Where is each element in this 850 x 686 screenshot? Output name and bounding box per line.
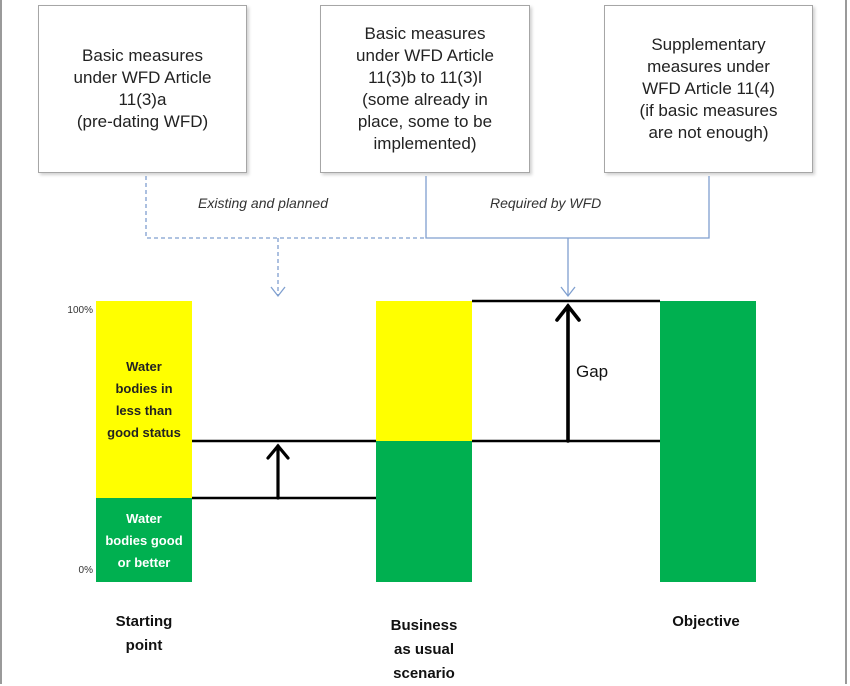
connectors <box>145 176 710 298</box>
required-by-wfd-label: Required by WFD <box>490 195 602 211</box>
axis-label-100: 100% <box>67 305 93 316</box>
required-arrowhead <box>560 286 576 298</box>
bar-bau-good <box>376 441 472 582</box>
bar-objective-good <box>660 301 756 582</box>
existing-arrowhead <box>270 286 286 298</box>
existing-connector <box>145 176 426 239</box>
axis-label-0: 0% <box>78 565 93 576</box>
column-label-business-as-usual: Business as usual scenario <box>390 617 458 682</box>
gap-label: Gap <box>576 362 609 381</box>
bar-starting-good <box>96 498 192 582</box>
bar-starting-less-than-good <box>96 301 192 498</box>
improvement-arrow <box>266 443 290 500</box>
measures-box-article-11-3b-to-l: Basic measures under WFD Article 11(3)b … <box>320 5 530 173</box>
measures-box-article-11-4: Supplementary measures under WFD Article… <box>604 5 813 173</box>
less-than-good-label: Water bodies in less than good status <box>107 359 181 440</box>
column-label-objective: Objective <box>672 613 740 630</box>
good-or-better-label: Water bodies good or better <box>105 511 183 570</box>
existing-and-planned-label: Existing and planned <box>198 195 328 211</box>
gap-arrow <box>555 303 581 443</box>
column-label-starting-point: Starting point <box>115 613 173 654</box>
bar-bau-less-than-good <box>376 301 472 441</box>
measures-box-article-11-3a: Basic measures under WFD Article 11(3)a … <box>38 5 247 173</box>
